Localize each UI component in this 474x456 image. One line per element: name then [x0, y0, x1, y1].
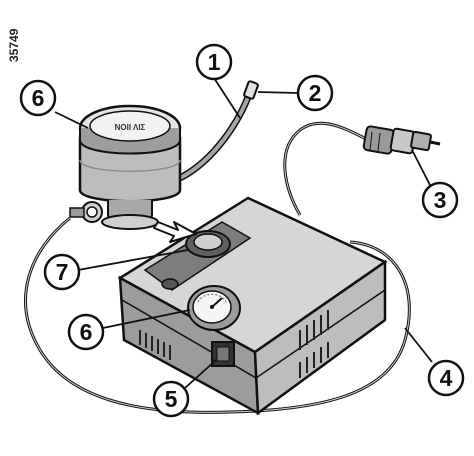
- leader-3: [411, 149, 431, 186]
- vent-grille-left: [139, 330, 171, 360]
- compressor-unit: [117, 196, 388, 416]
- valve-connector: [69, 201, 103, 223]
- pressure-gauge: [187, 285, 241, 331]
- leader-1: [213, 77, 241, 119]
- leader-6a: [54, 111, 89, 129]
- sealant-bottle: ΝΟΙΙ ΛΙΣ: [78, 104, 182, 230]
- insertion-arrow: [153, 221, 197, 243]
- on-off-switch: [211, 341, 235, 367]
- svg-text:3: 3: [434, 187, 447, 213]
- svg-text:6: 6: [80, 319, 93, 345]
- hose-end-fitting: [243, 80, 259, 100]
- power-cable: [283, 121, 369, 216]
- callout-7: 7: [43, 253, 81, 291]
- cigarette-lighter-plug: [362, 125, 441, 155]
- leader-2: [257, 91, 299, 94]
- leader-6b: [102, 309, 191, 329]
- figure-reference: 35749: [7, 28, 21, 62]
- bottle-receptacle: [185, 230, 231, 258]
- callout-6a: 6: [19, 79, 57, 117]
- svg-text:1: 1: [208, 49, 221, 75]
- callout-5: 5: [152, 380, 190, 418]
- callout-3: 3: [421, 181, 459, 219]
- svg-text:4: 4: [440, 365, 453, 391]
- vent-grille-right: [299, 310, 329, 378]
- leader-5: [184, 359, 217, 389]
- inflation-hose: [178, 90, 254, 182]
- svg-text:6: 6: [32, 85, 45, 111]
- callout-4: 4: [427, 359, 465, 397]
- svg-text:2: 2: [309, 80, 322, 106]
- leader-7: [77, 249, 189, 271]
- svg-text:7: 7: [56, 259, 69, 285]
- callout-2: 2: [296, 74, 334, 112]
- svg-text:5: 5: [165, 386, 178, 412]
- callout-1: 1: [195, 43, 233, 81]
- leader-4: [404, 327, 433, 363]
- callout-6b: 6: [67, 313, 105, 351]
- sealant-label: ΝΟΙΙ ΛΙΣ: [115, 123, 146, 132]
